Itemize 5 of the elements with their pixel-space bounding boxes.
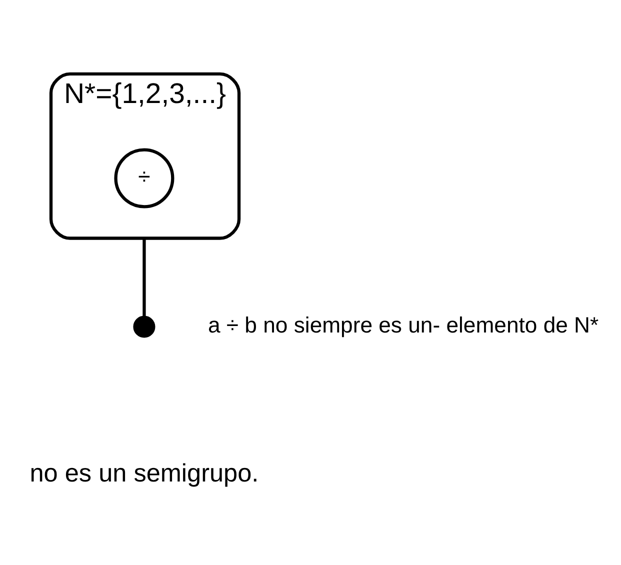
connector bbox=[142, 238, 146, 316]
label: no es un semigrupo. bbox=[30, 459, 259, 488]
node-label: a ÷ b no siempre es un- elemento de N* bbox=[208, 312, 599, 338]
node-circle: ÷ bbox=[114, 148, 174, 208]
node-cross bbox=[133, 316, 156, 338]
